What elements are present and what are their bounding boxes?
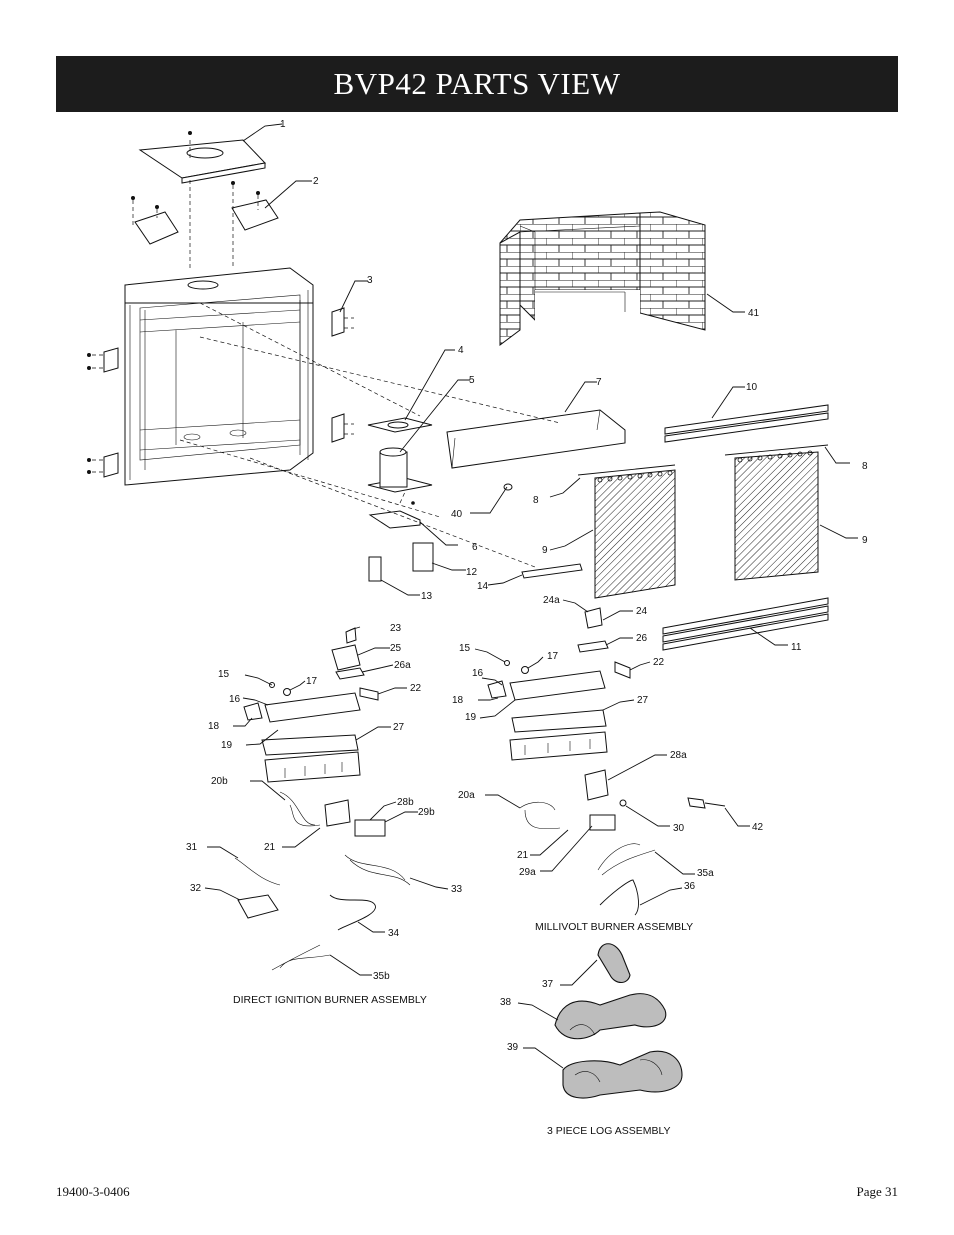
part-number-label: 19	[465, 712, 477, 723]
part-number-labels: 1 2 3 4 5 6 7 8 8 9 9 10 11 12 13 14 15 …	[186, 119, 868, 1053]
part-number-label: 5	[469, 375, 475, 386]
part-number-label: 32	[190, 883, 202, 894]
direct-ignition-caption: DIRECT IGNITION BURNER ASSEMBLY	[233, 994, 427, 1006]
bottom-trim-part	[521, 563, 583, 579]
part-number-label: 37	[542, 979, 554, 990]
part-number-label: 20b	[211, 776, 228, 787]
direct-ignition-burner-part	[234, 627, 411, 971]
part-number-label: 30	[673, 823, 685, 834]
part-number-label: 2	[313, 176, 319, 187]
part-number-label: 12	[466, 567, 478, 578]
part-number-label: 18	[208, 721, 220, 732]
millivolt-burner-part	[487, 607, 726, 916]
part-number-label: 42	[752, 822, 764, 833]
part-number-label: 22	[653, 657, 665, 668]
part-number-label: 3	[367, 275, 373, 286]
part-number-label: 17	[306, 676, 318, 687]
page-title: BVP42 PARTS VIEW	[333, 66, 621, 101]
part-number-label: 25	[390, 643, 402, 654]
top-cover-part	[138, 131, 267, 184]
part-number-label: 23	[390, 623, 402, 634]
part-number-label: 9	[862, 535, 868, 546]
part-number-label: 1	[280, 119, 286, 130]
part-number-label: 26	[636, 633, 648, 644]
part-number-label: 15	[218, 669, 230, 680]
millivolt-caption: MILLIVOLT BURNER ASSEMBLY	[535, 921, 693, 933]
receptacle-part	[368, 556, 382, 582]
part-number-label: 27	[637, 695, 649, 706]
part-number-label: 36	[684, 881, 696, 892]
part-number-label: 41	[748, 308, 760, 319]
part-number-label: 15	[459, 643, 471, 654]
part-number-label: 28b	[397, 797, 414, 808]
part-number-label: 26a	[394, 660, 411, 671]
part-number-label: 19	[221, 740, 233, 751]
part-number-label: 9	[542, 545, 548, 556]
part-number-label: 13	[421, 591, 433, 602]
part-number-label: 34	[388, 928, 400, 939]
part-number-label: 39	[507, 1042, 519, 1053]
refractory-liner-part	[499, 211, 706, 346]
part-number-label: 31	[186, 842, 198, 853]
doc-number: 19400-3-0406	[56, 1184, 130, 1199]
firebox-part	[124, 267, 314, 486]
part-number-label: 8	[533, 495, 539, 506]
log-set-caption: 3 PIECE LOG ASSEMBLY	[547, 1125, 671, 1137]
part-number-label: 20a	[458, 790, 475, 801]
vent-collar-part	[367, 417, 433, 505]
part-number-label: 28a	[670, 750, 687, 761]
leader-lines	[204, 123, 858, 1069]
screen-rods-part	[662, 404, 829, 651]
part-number-label: 18	[452, 695, 464, 706]
part-number-label: 16	[472, 668, 484, 679]
part-number-label: 14	[477, 581, 489, 592]
part-number-label: 21	[517, 850, 529, 861]
part-number-label: 16	[229, 694, 241, 705]
part-number-label: 11	[791, 642, 802, 653]
part-number-label: 7	[596, 377, 602, 388]
title-banner: BVP42 PARTS VIEW	[56, 56, 898, 112]
standoff-brackets-part	[131, 181, 279, 245]
part-number-label: 35b	[373, 971, 390, 982]
part-number-label: 24a	[543, 595, 560, 606]
log-set-part	[554, 943, 683, 1099]
switch-part	[412, 542, 434, 572]
part-number-label: 22	[410, 683, 422, 694]
page-number: Page 31	[856, 1184, 898, 1199]
part-number-label: 35a	[697, 868, 714, 879]
part-number-label: 21	[264, 842, 276, 853]
part-number-label: 24	[636, 606, 648, 617]
part-number-label: 6	[472, 542, 478, 553]
part-number-label: 40	[451, 509, 463, 520]
part-number-label: 29b	[418, 807, 435, 818]
hood-part	[446, 409, 626, 469]
part-number-label: 29a	[519, 867, 536, 878]
part-number-label: 33	[451, 884, 463, 895]
part-number-label: 27	[393, 722, 405, 733]
mounting-screws-part	[87, 307, 354, 478]
part-number-label: 17	[547, 651, 559, 662]
part-number-label: 4	[458, 345, 464, 356]
part-number-label: 10	[746, 382, 758, 393]
part-number-label: 8	[862, 461, 868, 472]
mesh-screens-part	[577, 444, 829, 599]
part-number-label: 38	[500, 997, 512, 1008]
